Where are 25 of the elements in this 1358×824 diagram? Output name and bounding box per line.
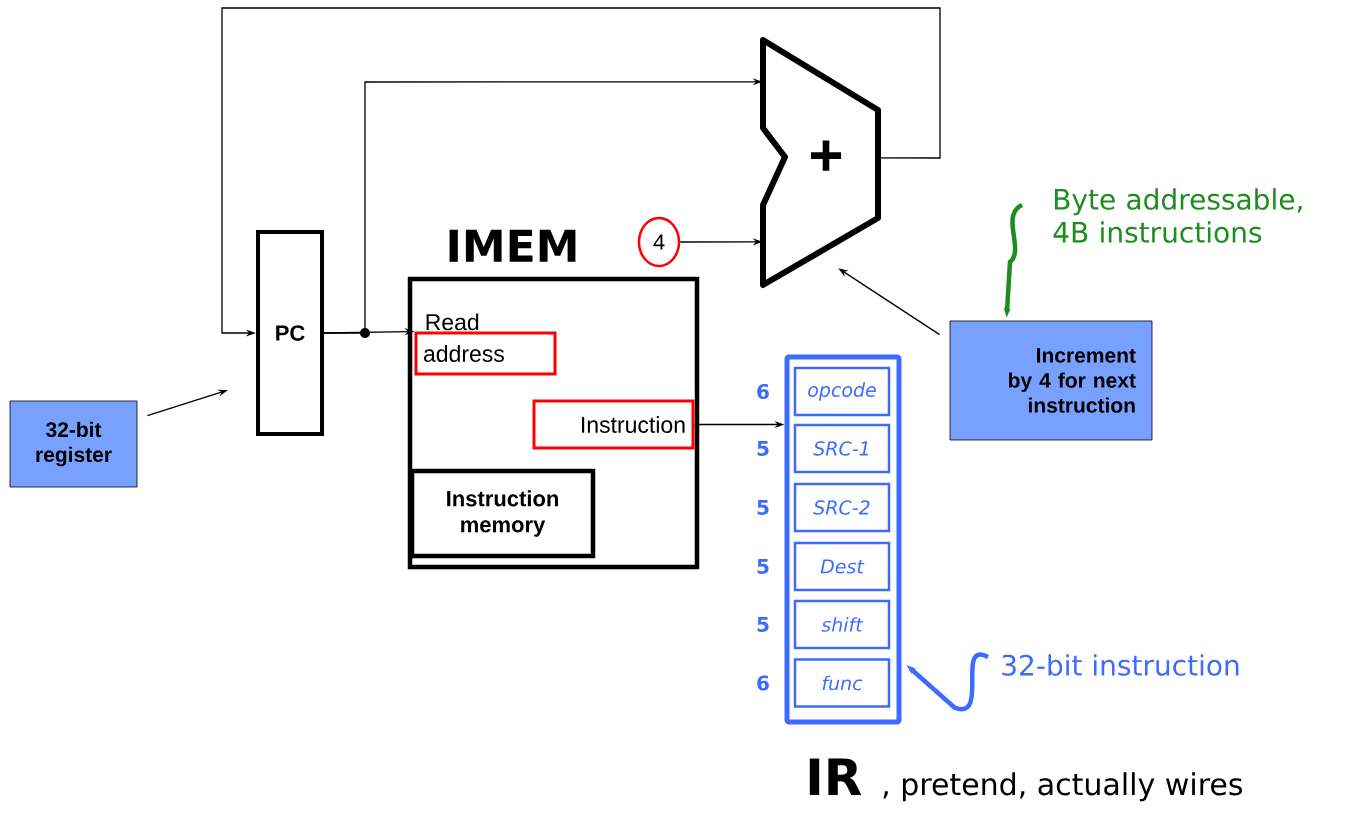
port-box: Instruction: [532, 399, 695, 450]
note-box: 32-bit register: [9, 400, 138, 488]
register-field: func: [793, 658, 891, 708]
bit-width-label: 5: [757, 559, 769, 574]
port-label: Read: [426, 313, 479, 331]
bit-width-label: 5: [757, 617, 769, 632]
handwritten-note: Byte addressable, 4B instructions: [1053, 188, 1302, 243]
handwritten-note: , pretend, actually wires: [883, 772, 1242, 802]
node-label: IMEM: [449, 229, 576, 262]
bit-width-label: 5: [757, 441, 769, 456]
register-field: SRC-1: [793, 423, 891, 474]
note-box: Increment by 4 for next instruction: [949, 320, 1153, 441]
bit-width-label: 6: [757, 675, 769, 691]
register-field: Dest: [793, 541, 891, 592]
bit-width-label: 6: [757, 383, 769, 400]
memory-label-box: Instruction memory: [409, 468, 596, 559]
register-field: opcode: [793, 366, 891, 417]
register-field: SRC-2: [793, 482, 891, 533]
register-box: PC: [256, 230, 324, 436]
register-title: IR: [809, 758, 862, 795]
port-box: address: [414, 331, 557, 376]
register-frame: [784, 354, 902, 725]
handwritten-note: 32-bit instruction: [1002, 654, 1239, 676]
register-field: shift: [793, 599, 891, 650]
bit-width-label: 5: [757, 500, 769, 515]
